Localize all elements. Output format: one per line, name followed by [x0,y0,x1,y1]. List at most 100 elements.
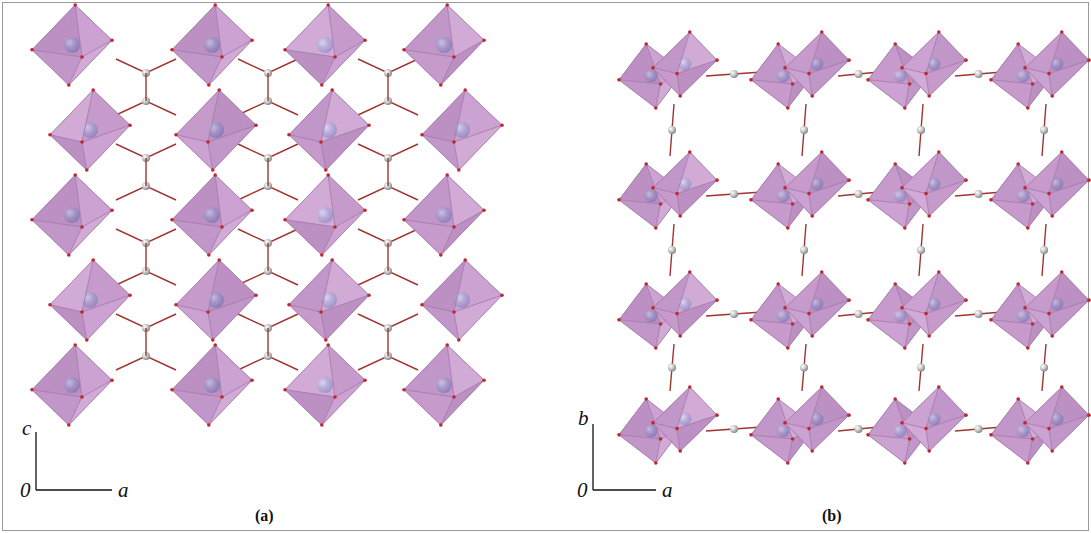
oxygen-atom [807,312,811,316]
oxygen-atom [989,78,993,82]
octahedron [287,88,371,172]
oxygen-atom [1047,427,1051,431]
octahedron-face [902,188,929,216]
oxygen-atom [866,78,870,82]
octahedron [287,258,371,342]
oxygen-atom [333,225,337,229]
oxygen-atom [786,226,790,230]
oxygen-atom [220,395,224,399]
octahedron-face [176,135,213,170]
octahedron [783,385,851,453]
bond-line [145,158,146,186]
octahedron-face [1049,60,1089,96]
octahedron [900,270,968,338]
oxygen-atom [207,423,211,427]
octahedron-face [653,308,680,336]
oxygen-atom [654,226,658,230]
oxygen-atom [964,58,968,62]
oxygen-atom [500,123,504,127]
octahedron-face [50,135,87,170]
carbon-atom [975,70,983,78]
origin-label: 0 [20,480,31,501]
oxygen-atom [908,82,912,86]
oxygen-atom [330,258,334,262]
octahedron-face [285,390,335,425]
oxygen-atom [617,318,621,322]
oxygen-atom [452,395,456,399]
carbon-atom [730,425,738,433]
oxygen-atom [964,413,968,417]
oxygen-atom [908,322,912,326]
octahedron-face [328,345,365,397]
carbon-atom [917,364,925,372]
octahedron-outline [32,345,112,425]
axis-label: c [22,418,31,439]
octahedron-face [209,40,252,85]
oxygen-atom [678,94,682,98]
oxygen-atom [786,346,790,350]
oxygen-atom [783,306,787,310]
oxygen-atom [908,202,912,206]
octahedron-face [1049,300,1089,336]
oxygen-atom [439,83,443,87]
octahedron-outline [285,175,365,255]
oxygen-atom [900,186,904,190]
oxygen-atom [500,293,504,297]
octahedron [174,88,258,172]
oxygen-atom [659,322,663,326]
octahedron [420,258,504,342]
octahedron-outline [285,5,365,85]
octahedron [651,150,719,218]
oxygen-atom [1026,346,1030,350]
oxygen-atom [903,226,907,230]
oxygen-atom [651,66,655,70]
octahedron-face [404,390,454,425]
oxygen-atom [654,461,658,465]
carbon-atom [855,425,863,433]
oxygen-atom [220,225,224,229]
oxygen-atom [80,140,84,144]
oxygen-atom [30,388,34,392]
panel-label: (a) [255,508,274,524]
oxygen-atom [80,225,84,229]
bond-line [145,328,146,356]
octahedron-outline [32,175,112,255]
octahedron-face [1025,188,1052,216]
oxygen-atom [206,310,210,314]
octahedron [651,270,719,338]
oxygen-atom [617,433,621,437]
carbon-atom [668,126,676,134]
oxygen-atom [715,58,719,62]
octahedron [170,3,254,87]
bond-line [267,158,268,186]
oxygen-atom [174,303,178,307]
octahedron-face [868,435,910,463]
octahedron [170,343,254,427]
octahedron-face [677,180,717,216]
octahedron-face [447,175,484,227]
oxygen-atom [866,198,870,202]
oxygen-atom [1060,150,1064,154]
oxygen-atom [80,310,84,314]
octahedron-face [69,210,112,255]
octahedron [783,150,851,218]
oxygen-atom [287,303,291,307]
oxygen-atom [893,282,897,286]
carbon-atom [855,310,863,318]
octahedron-outline [653,387,717,451]
oxygen-atom [213,173,217,177]
oxygen-atom [250,208,254,212]
octahedron-face [619,320,661,348]
oxygen-atom [174,133,178,137]
oxygen-atom [1050,334,1054,338]
oxygen-atom [452,310,456,314]
octahedron-face [991,320,1033,348]
oxygen-atom [651,421,655,425]
octahedron-face [209,210,252,255]
octahedron-face [215,5,252,57]
octahedron [170,173,254,257]
oxygen-atom [452,55,456,59]
octahedron-face [619,200,661,228]
bond-line [267,328,268,356]
carbon-atom [730,70,738,78]
